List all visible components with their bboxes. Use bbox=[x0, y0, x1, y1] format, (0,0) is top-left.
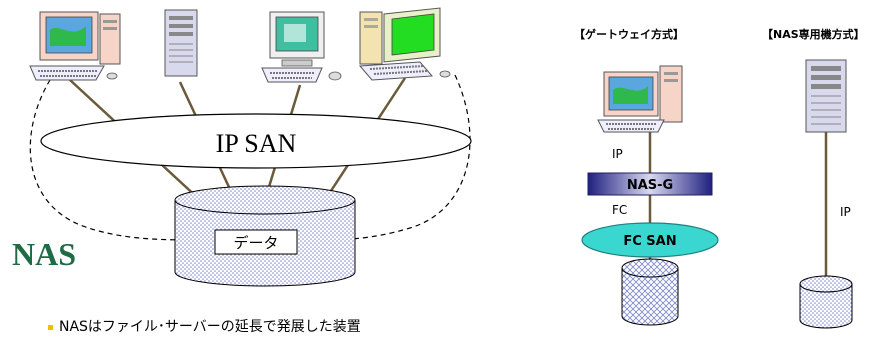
bullet-square-icon bbox=[48, 324, 53, 330]
nas-server-tower-icon bbox=[805, 59, 847, 133]
gw-fc-label: FC bbox=[612, 203, 627, 217]
nas-title: NAS bbox=[12, 236, 77, 272]
dashed-path-left bbox=[29, 79, 206, 241]
data-box bbox=[214, 229, 298, 255]
nas-ip-label: IP bbox=[840, 205, 851, 219]
gateway-method-header: 【ゲートウェイ方式】 bbox=[574, 28, 684, 41]
workstation-pc-icon bbox=[261, 11, 342, 83]
bullet-item: NASはファイル･サーバーの延長で発展した装置 bbox=[48, 316, 361, 336]
fc-san-label: FC SAN bbox=[623, 234, 676, 249]
server-tower-1-icon bbox=[164, 9, 198, 77]
desktop-pc-1-icon bbox=[29, 11, 121, 81]
ip-san-ellipse bbox=[40, 113, 472, 169]
fc-san-ellipse bbox=[581, 222, 719, 258]
dedicated-nas-header: 【NAS専用機方式】 bbox=[762, 28, 865, 41]
nas-g-box bbox=[587, 172, 713, 196]
data-box-label: データ bbox=[233, 234, 278, 252]
bullet-text: NASはファイル･サーバーの延長で発展した装置 bbox=[59, 319, 361, 335]
gw-ip-label: IP bbox=[612, 147, 623, 161]
gw-desktop-pc-icon bbox=[597, 65, 683, 133]
nas-g-label: NAS-G bbox=[627, 178, 673, 193]
gw-disk-cylinder bbox=[621, 258, 679, 326]
desktop-pc-2-icon bbox=[358, 7, 451, 81]
nas-disk-cylinder bbox=[799, 275, 853, 329]
ip-san-label: IP SAN bbox=[216, 129, 297, 158]
